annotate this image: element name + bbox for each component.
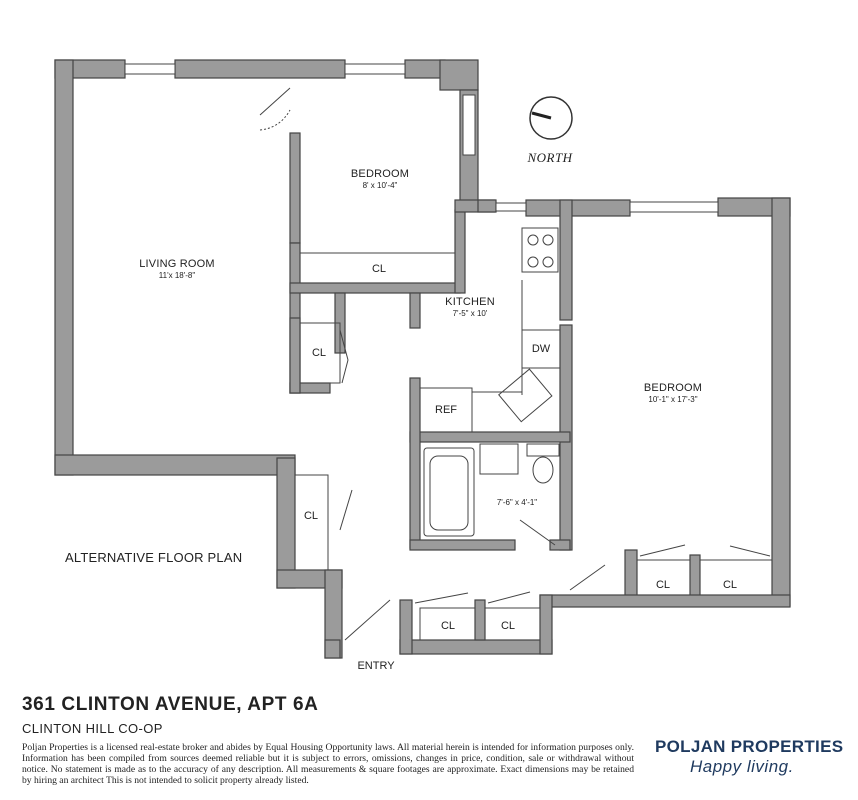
door-entry <box>344 599 391 641</box>
entry-label: ENTRY <box>357 660 395 672</box>
wall-entry-east <box>399 599 413 655</box>
wall-cl1-right <box>454 209 466 294</box>
wall-closet-left <box>289 317 301 394</box>
window-living-2 <box>344 63 406 75</box>
stove-burner <box>527 256 539 268</box>
wall-ref-west <box>409 377 421 549</box>
closet-hall <box>294 474 329 571</box>
wall-cl1-bottom <box>289 282 461 294</box>
toilet-tank <box>526 443 560 457</box>
dw-label: DW <box>532 343 551 355</box>
wall-bath-south-right <box>549 539 571 551</box>
wall-cl-west <box>276 457 296 589</box>
closet-label: CL <box>312 347 326 359</box>
door-swing <box>259 109 291 131</box>
door-closet-living-2 <box>341 359 349 384</box>
toilet-bowl <box>532 456 554 484</box>
bedroom2-label: BEDROOM <box>644 382 702 394</box>
closet-bed2-1 <box>636 559 691 596</box>
wall-kitchen-bath <box>409 431 571 443</box>
listing-address: 361 CLINTON AVENUE, APT 6A <box>22 694 319 715</box>
window-bedroom1 <box>462 94 476 156</box>
stove-burner <box>542 234 554 246</box>
living-room-dims: 11'x 18'-8" <box>159 271 196 280</box>
wall-top-right <box>404 59 446 79</box>
door-hall-closet <box>339 489 353 531</box>
plan-title: ALTERNATIVE FLOOR PLAN <box>65 550 242 565</box>
bath-dims: 7'-6" x 4'-1" <box>497 498 537 507</box>
stove-burner <box>527 234 539 246</box>
bedroom1-dims: 8' x 10'-4" <box>363 181 398 190</box>
bedroom2-dims: 10'-1" x 17'-3" <box>648 395 697 404</box>
bedroom1-label: BEDROOM <box>351 168 409 180</box>
wall-bed2-west <box>559 199 573 321</box>
door-cl-entry-2 <box>487 591 531 604</box>
wall-kitchen-north <box>477 199 497 213</box>
dishwasher <box>521 329 561 369</box>
door-cl-bed2-2 <box>729 545 771 557</box>
kitchen-dims: 7'-5" x 10' <box>453 309 488 318</box>
closet-label: CL <box>441 620 455 632</box>
window-kitchen <box>495 202 527 212</box>
wall-bath-south <box>409 539 516 551</box>
listing-subtitle: CLINTON HILL CO-OP <box>22 721 163 736</box>
kitchen-label: KITCHEN <box>445 296 495 308</box>
closet-bed2-2 <box>699 559 773 596</box>
living-room-label: LIVING ROOM <box>139 258 215 270</box>
wall-corner-ne <box>439 59 479 91</box>
wall-right-outer <box>771 197 791 607</box>
wall-left-outer <box>54 59 74 476</box>
compass-needle <box>531 111 552 120</box>
door-closet-living <box>339 329 349 361</box>
closet-label: CL <box>304 510 318 522</box>
closet-living <box>299 322 341 384</box>
windows <box>124 63 719 213</box>
refrigerator <box>419 387 473 433</box>
bath-sink <box>479 443 519 475</box>
disclaimer-text: Poljan Properties is a licensed real-est… <box>22 742 634 786</box>
stove <box>521 227 559 273</box>
wall-cl-bottom-east <box>539 594 553 655</box>
closet-label: CL <box>501 620 515 632</box>
fixtures <box>294 227 773 641</box>
wall-cl-divider <box>474 599 486 641</box>
walls <box>54 59 791 659</box>
closet-entry-1 <box>419 607 476 641</box>
closet-label: CL <box>723 579 737 591</box>
closet-bedroom1 <box>299 252 456 284</box>
wall-kitchen-stub <box>409 292 421 329</box>
closet-entry-2 <box>484 607 541 641</box>
closet-label: CL <box>656 579 670 591</box>
compass-label: NORTH <box>526 150 572 165</box>
wall-living-south <box>54 454 296 476</box>
ref-label: REF <box>435 404 457 416</box>
door-bath <box>519 519 556 546</box>
wall-bed2-south <box>539 594 791 608</box>
brand-logo-name: POLJAN PROPERTIES <box>655 737 844 756</box>
door-cl-bed2-1 <box>639 544 686 557</box>
door-bed2 <box>569 564 606 591</box>
sink-kitchen <box>498 368 553 423</box>
closet-label: CL <box>372 263 386 275</box>
compass: NORTH <box>526 96 573 165</box>
stove-burner <box>542 256 554 268</box>
door-bedroom1 <box>259 87 291 116</box>
wall-entry-south <box>324 639 341 659</box>
window-living-1 <box>124 63 176 75</box>
bathtub <box>423 447 475 537</box>
window-bedroom2 <box>629 201 719 213</box>
door-cl-entry-1 <box>414 592 469 604</box>
brand-tagline: Happy living. <box>690 757 794 776</box>
bathtub-inner <box>429 455 469 531</box>
compass-circle <box>529 96 573 140</box>
wall-entry-south-right <box>399 639 553 655</box>
wall-bedroom1-west <box>289 132 301 244</box>
wall-kitchen-window-right <box>525 199 631 217</box>
floor-plan: NORTH LIVING ROOM 11'x 18'-8" BEDROOM 8'… <box>54 59 791 672</box>
wall-top-mid <box>174 59 346 79</box>
doors <box>259 87 771 641</box>
